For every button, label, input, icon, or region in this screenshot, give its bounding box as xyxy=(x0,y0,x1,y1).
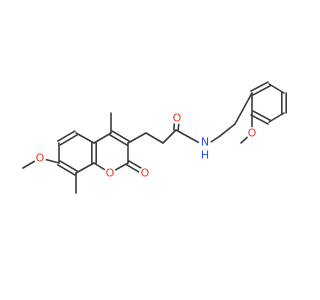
bond-C8-C8a xyxy=(75,162,95,174)
bond-C4a-C5 xyxy=(75,132,95,144)
bond-Cd-R6 xyxy=(234,92,253,125)
atom-methoxy-oxygen-left: O xyxy=(34,152,46,165)
lactone-carbonyl-oxygen-label: O xyxy=(141,167,150,180)
amide-nitrogen-label: N xyxy=(201,136,209,149)
atom-methoxy-oxygen-right: O xyxy=(246,127,258,140)
chemical-structure: O O O O N H O xyxy=(22,81,288,194)
ring-oxygen-label: O xyxy=(106,167,115,180)
atom-amide-nitrogen: N H xyxy=(198,136,212,162)
bond-R5-R6-1 xyxy=(250,81,269,92)
bond-Cb-Cam xyxy=(162,129,177,144)
bond-R5-R6-2 xyxy=(252,85,271,96)
bond-R2-R3 xyxy=(268,112,285,123)
bond-layer xyxy=(22,81,288,194)
atom-label-layer: O O O O N H O xyxy=(34,112,258,180)
bond-C4-C3-2 xyxy=(111,130,130,142)
bond-C3-Ca xyxy=(127,132,147,144)
bond-C7-C8-1 xyxy=(57,164,76,176)
bond-Ca-Cb xyxy=(145,132,164,144)
amide-oxygen-label: O xyxy=(173,112,182,125)
bond-C7-C8-2 xyxy=(59,160,78,172)
bond-R1-R2-1 xyxy=(250,114,269,125)
bond-R4-R5 xyxy=(268,83,285,94)
atom-amide-oxygen: O xyxy=(171,112,183,125)
atom-carbonyl-oxygen-ring: O xyxy=(139,167,151,180)
bond-C5-C6-2 xyxy=(59,134,78,146)
atom-ring-oxygen: O xyxy=(104,167,116,180)
bond-Cc-Cd xyxy=(219,123,236,137)
methoxy-oxygen-left-label: O xyxy=(36,152,45,165)
bond-R1-R2-2 xyxy=(252,110,271,121)
bond-C5-C6-1 xyxy=(57,130,76,142)
bond-C4a-C4 xyxy=(93,132,112,144)
methoxy-oxygen-right-label: O xyxy=(248,127,257,140)
bond-C4-C3-1 xyxy=(109,134,128,146)
amide-hydrogen-label: H xyxy=(201,149,209,162)
